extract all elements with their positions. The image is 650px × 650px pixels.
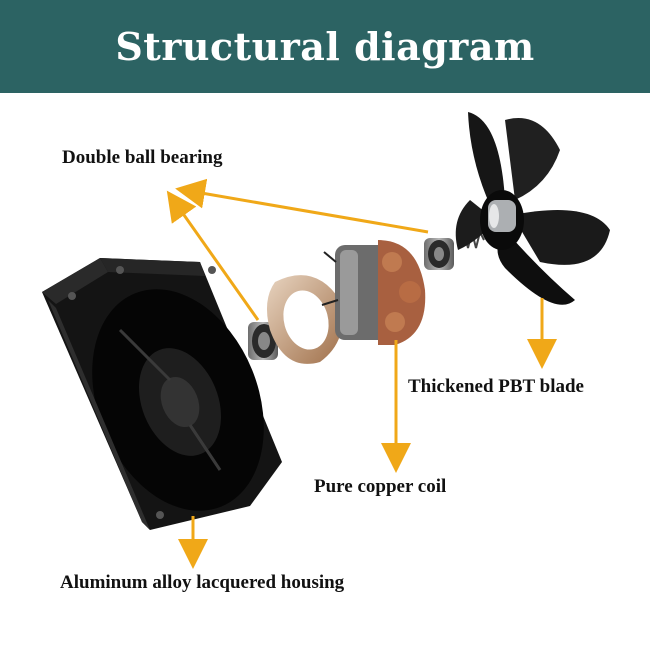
arrow-bearing-left <box>166 190 260 321</box>
fan-blade-icon <box>455 112 610 305</box>
fan-housing-icon <box>42 258 282 530</box>
bearing-icon <box>424 238 454 270</box>
stator-coil-icon <box>321 240 426 345</box>
exploded-diagram <box>42 112 610 569</box>
label-aluminum-housing: Aluminum alloy lacquered housing <box>60 572 345 593</box>
leader-arrows <box>166 178 557 569</box>
title-banner: Structural diagram <box>0 0 650 93</box>
label-thickened-pbt-blade: Thickened PBT blade <box>408 376 584 397</box>
label-double-ball-bearing: Double ball bearing <box>62 147 223 168</box>
arrow-bearing-right <box>175 178 429 234</box>
label-pure-copper-coil: Pure copper coil <box>314 476 447 497</box>
washer-icon <box>266 275 343 364</box>
bearing-icon <box>248 322 278 360</box>
page-title: Structural diagram <box>115 24 535 69</box>
